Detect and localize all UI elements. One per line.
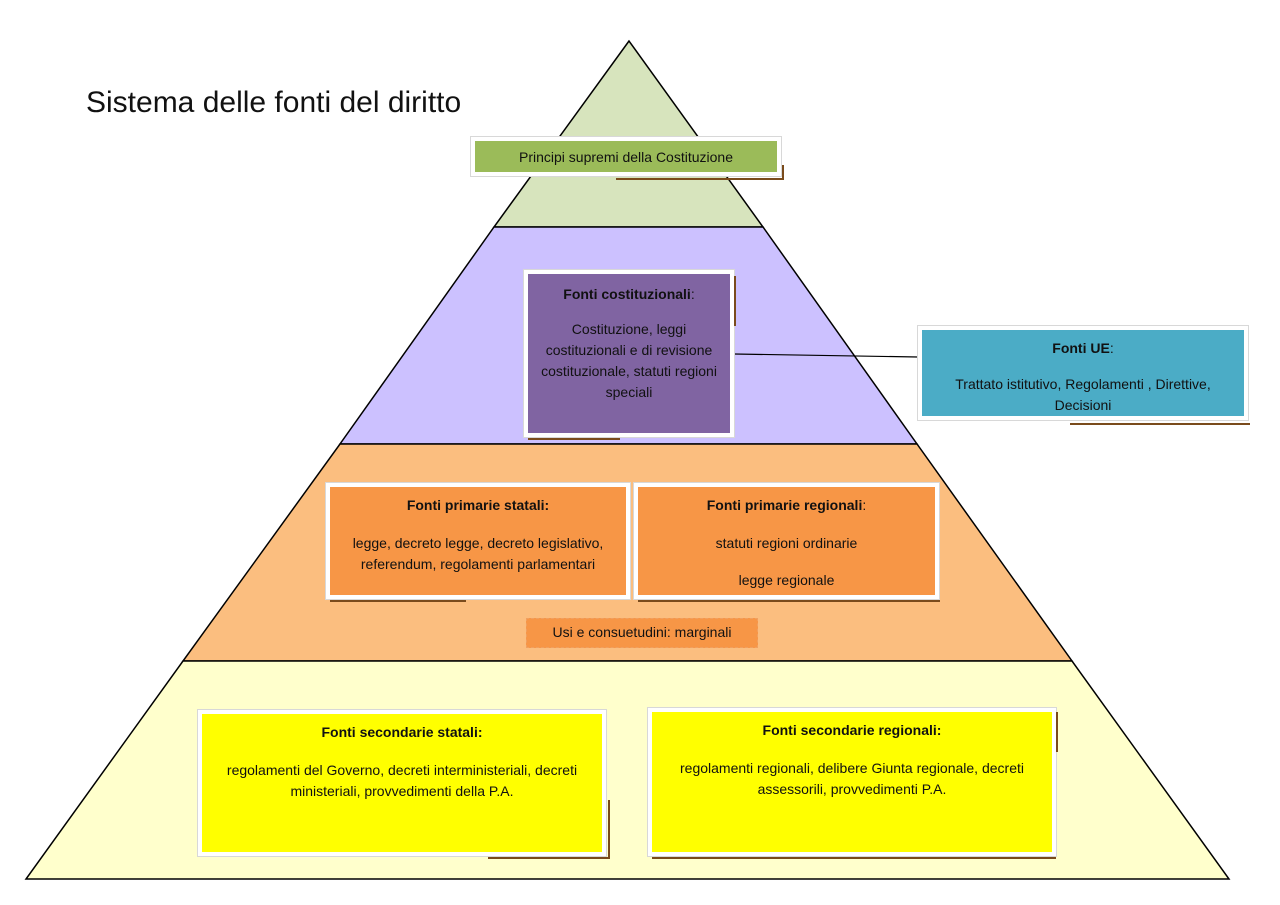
secondarie-regionali-shadow-v <box>1056 712 1058 752</box>
secondarie-statali-shadow <box>488 857 610 859</box>
principi-shadow-v <box>782 165 784 180</box>
primarie-regionali-shadow <box>638 600 940 602</box>
fonti-secondarie-regionali-heading: Fonti secondarie regionali: <box>762 722 942 738</box>
secondarie-statali-shadow-v <box>608 800 610 859</box>
fonti-primarie-regionali-line2: legge regionale <box>738 572 835 588</box>
fonti-secondarie-statali-body: regolamenti del Governo, decreti intermi… <box>226 762 578 799</box>
fonti-primarie-regionali-colon: : <box>862 497 867 513</box>
fonti-primarie-statali-heading: Fonti primarie statali: <box>406 497 550 513</box>
principi-supremi-box: Principi supremi della Costituzione <box>471 137 781 176</box>
fonti-costituzionali-heading: Fonti costituzionali <box>563 286 691 302</box>
fonti-costituzionali-colon: : <box>690 286 695 302</box>
costituzionali-shadow <box>528 438 620 440</box>
ue-shadow <box>1070 423 1250 425</box>
fonti-secondarie-statali-box: Fonti secondarie statali: regolamenti de… <box>198 710 606 856</box>
fonti-ue-heading: Fonti UE <box>1052 340 1110 356</box>
fonti-ue-colon: : <box>1109 340 1114 356</box>
fonti-primarie-regionali-line1: statuti regioni ordinarie <box>715 535 858 551</box>
usi-consuetudini-text: Usi e consuetudini: marginali <box>552 624 732 640</box>
fonti-ue-body: Trattato istitutivo, Regolamenti , Diret… <box>955 376 1211 413</box>
fonti-secondarie-regionali-box: Fonti secondarie regionali: regolamenti … <box>648 708 1056 856</box>
fonti-secondarie-regionali-body: regolamenti regionali, delibere Giunta r… <box>680 760 1024 797</box>
usi-consuetudini-box: Usi e consuetudini: marginali <box>526 618 758 648</box>
fonti-primarie-statali-body: legge, decreto legge, decreto legislativ… <box>352 535 604 572</box>
page-title: Sistema delle fonti del diritto <box>86 86 462 119</box>
pyramid-tier-top <box>492 39 765 228</box>
principi-shadow <box>616 178 784 180</box>
fonti-secondarie-statali-heading: Fonti secondarie statali: <box>321 724 483 740</box>
fonti-primarie-statali-box: Fonti primarie statali: legge, decreto l… <box>326 483 630 599</box>
connector-line-ue <box>733 353 919 358</box>
primarie-statali-shadow <box>330 600 466 602</box>
secondarie-regionali-shadow <box>652 857 1056 859</box>
principi-supremi-text: Principi supremi della Costituzione <box>519 149 733 165</box>
costituzionali-shadow-v <box>734 276 736 326</box>
fonti-costituzionali-box: Fonti costituzionali: Costituzione, legg… <box>524 270 734 437</box>
fonti-primarie-regionali-heading: Fonti primarie regionali <box>706 497 863 513</box>
fonti-primarie-regionali-box: Fonti primarie regionali: statuti region… <box>634 483 939 599</box>
fonti-costituzionali-body: Costituzione, leggi costituzionali e di … <box>541 321 717 400</box>
fonti-ue-box: Fonti UE: Trattato istitutivo, Regolamen… <box>918 326 1248 420</box>
